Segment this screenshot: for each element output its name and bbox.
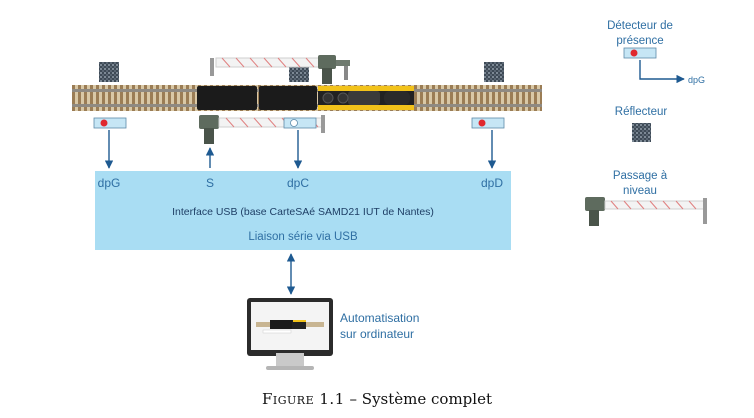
legend-detector (623, 47, 657, 59)
legend: Détecteur de présence dpG Réflecteur Pas… (585, 20, 707, 226)
label-dpg: dpG (98, 176, 121, 190)
legend-reflector-icon (632, 123, 651, 142)
label-s: S (206, 176, 214, 190)
computer-monitor (247, 298, 333, 370)
interface-subtitle: Liaison série via USB (248, 231, 358, 243)
wagon-2 (259, 86, 317, 110)
computer-label-line2: sur ordinateur (340, 327, 414, 341)
legend-crossing-icon (585, 197, 707, 226)
legend-crossing-line2: niveau (623, 185, 657, 197)
wagon-1 (197, 86, 257, 110)
caption-text: Système complet (361, 390, 492, 408)
legend-reflector-label: Réflecteur (615, 106, 668, 118)
legend-detector-line1: Détecteur de (607, 20, 673, 32)
locomotive (318, 86, 414, 110)
reflector-right (484, 62, 504, 82)
legend-crossing-line1: Passage à (613, 170, 668, 182)
caption-separator: – (344, 390, 362, 408)
legend-detector-line2: présence (616, 35, 663, 47)
reflector-left (99, 62, 119, 82)
train (197, 86, 414, 110)
computer-label-line1: Automatisation (340, 311, 419, 325)
figure-caption: Figure 1.1 – Système complet (0, 390, 754, 408)
detector-dpc (283, 117, 317, 129)
interface-title: Interface USB (base CarteSAé SAMD21 IUT … (172, 206, 434, 218)
level-crossing-top (210, 55, 350, 84)
detector-dpg (93, 117, 127, 129)
label-dpc: dpC (287, 176, 309, 190)
usb-interface-box (95, 171, 511, 250)
legend-detector-arrow (639, 60, 685, 84)
label-dpd: dpD (481, 176, 503, 190)
legend-detector-output: dpG (688, 75, 705, 85)
detector-dpd (471, 117, 505, 129)
figure-number: Figure 1.1 (262, 390, 345, 408)
